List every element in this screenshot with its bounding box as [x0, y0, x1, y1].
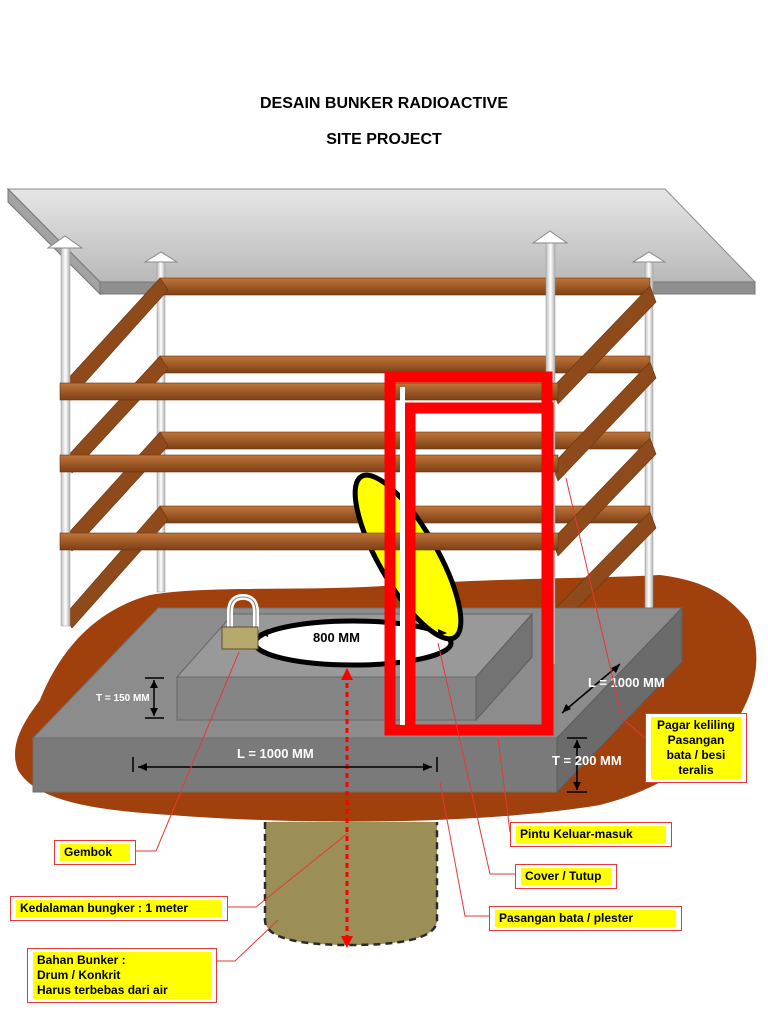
roof-slab-top: [6, 188, 757, 283]
callout-padlock: Gembok: [54, 840, 136, 865]
dimension-lines: [132, 663, 621, 793]
callout-brick: Pasangan bata / plester: [489, 906, 682, 931]
callout-door: Pintu Keluar-masuk: [510, 822, 672, 847]
callout-depth: Kedalaman bungker : 1 meter: [10, 896, 228, 921]
top-slab-side: [475, 612, 533, 722]
callout-material: Bahan Bunker : Drum / Konkrit Harus terb…: [27, 948, 217, 1003]
dim-length-front: L = 1000 MM: [237, 746, 314, 761]
wood-front-rails: [59, 382, 559, 551]
door-frame: [384, 371, 554, 736]
base-slab-side: [556, 606, 683, 794]
dim-diameter: 800 MM: [313, 630, 360, 645]
dim-length-side: L = 1000 MM: [588, 675, 665, 690]
bunker-drum: [263, 822, 439, 947]
page-title: DESAIN BUNKER RADIOACTIVE: [259, 95, 508, 112]
dim-thickness-base: T = 200 MM: [552, 753, 622, 768]
wood-left-side-rails: [63, 277, 169, 629]
page-subtitle: SITE PROJECT: [326, 131, 442, 148]
dimension-arrowheads: [138, 629, 620, 790]
callout-fence: Pagar keliling Pasangan bata / besi tera…: [645, 713, 747, 783]
padlock-icon: [221, 593, 259, 650]
leader-lines: [136, 477, 648, 962]
door-frame-inner-post: [400, 387, 405, 725]
callout-cover: Cover / Tutup: [515, 864, 617, 889]
dim-thickness-top: T = 150 MM: [96, 693, 150, 704]
top-slab-front: [176, 676, 477, 721]
